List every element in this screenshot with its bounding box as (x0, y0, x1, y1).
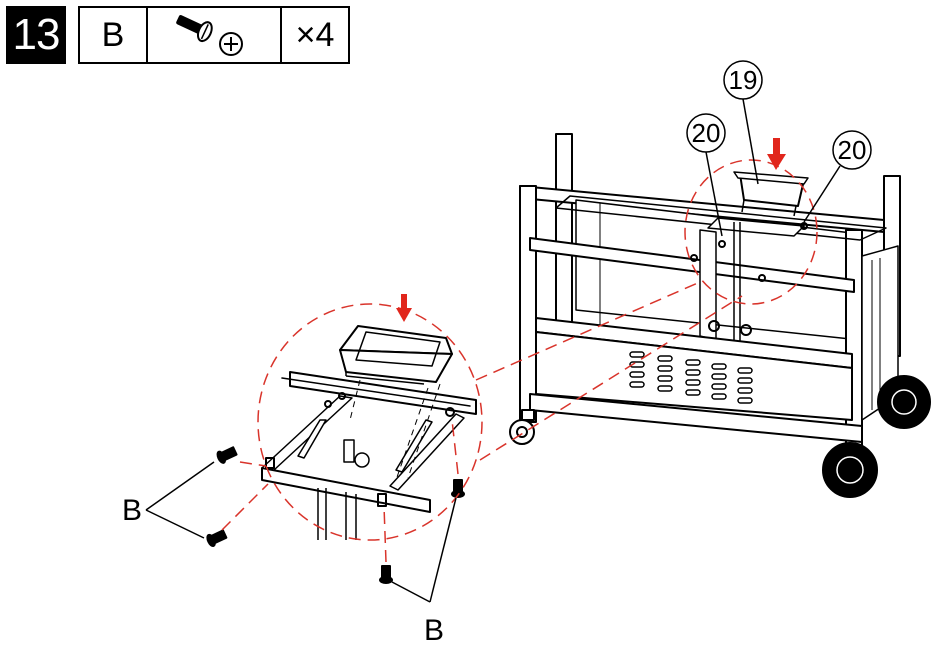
step-header: 13 B ×4 (6, 6, 350, 64)
guide-lines (349, 379, 441, 481)
screw-b-parts (206, 446, 465, 584)
label-screw-b-left: B (122, 494, 142, 527)
callout-20-left: 20 (692, 118, 721, 148)
detail-circles (221, 159, 818, 563)
label-screw-b-bottom: B (424, 614, 444, 647)
screw-icon (176, 15, 243, 56)
callout-20-right: 20 (838, 135, 867, 165)
step-number: 13 (6, 6, 66, 64)
callout-19: 19 (729, 65, 758, 95)
down-arrows (396, 138, 786, 322)
part-icon-cell (148, 6, 282, 64)
arrow-down-icon (767, 138, 786, 170)
part-letter: B (78, 6, 148, 64)
detail-view (261, 325, 477, 540)
callout-bubbles (145, 60, 872, 603)
arrow-down-icon (396, 294, 412, 322)
grill-cart (509, 133, 931, 498)
quantity: ×4 (282, 6, 350, 64)
